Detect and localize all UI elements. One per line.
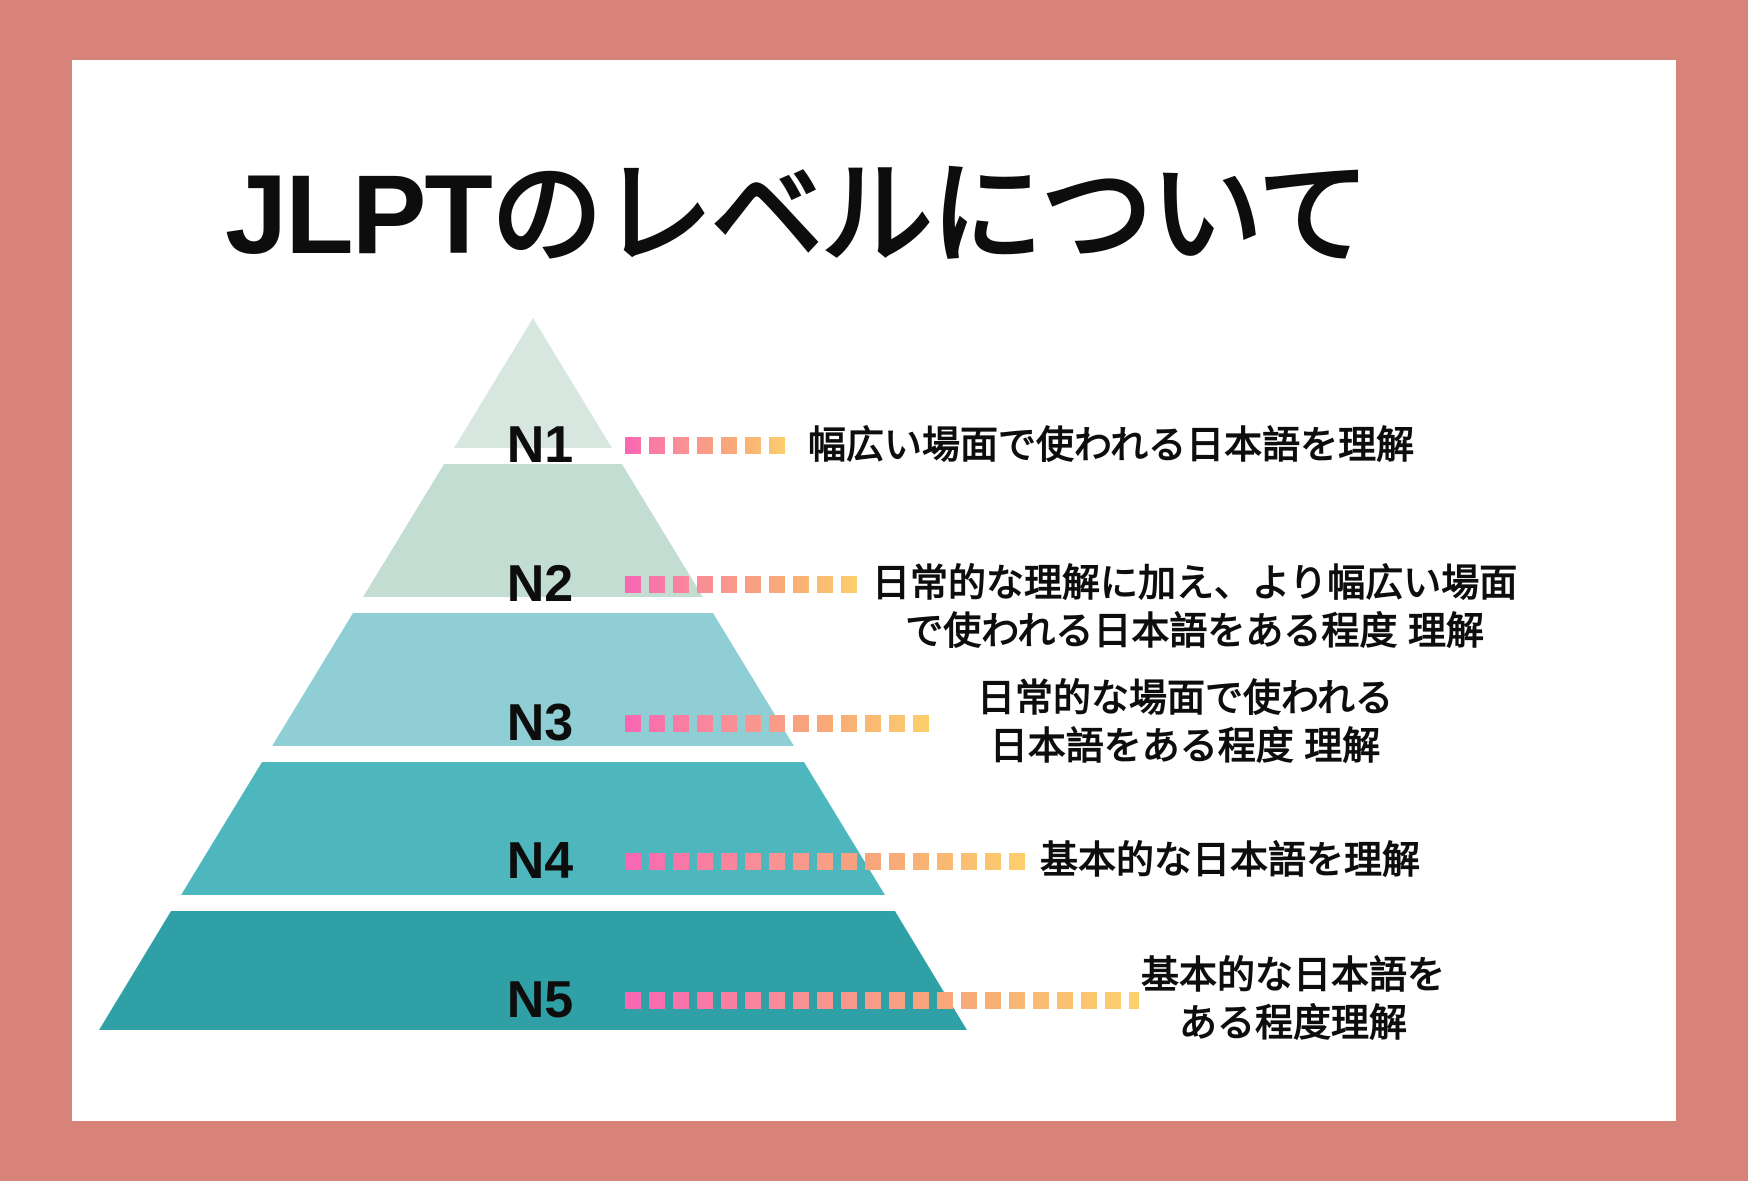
level-description-n4: 基本的な日本語を理解 — [1040, 837, 1420, 885]
pyramid-level-n1 — [454, 318, 612, 448]
pyramid-level-n2 — [363, 464, 703, 597]
description-line: 日常的な理解に加え、より幅広い場面 — [872, 563, 1518, 605]
page-title: JLPTのレベルについて — [225, 152, 1369, 278]
description-line: 基本的な日本語を — [1140, 955, 1445, 997]
leader-dots-n4 — [625, 853, 1031, 870]
level-label-n2: N2 — [506, 555, 574, 613]
pyramid-level-n3 — [272, 613, 794, 746]
level-label-n1: N1 — [506, 416, 574, 474]
description-line: 日常的な場面で使われる — [976, 678, 1394, 720]
leader-dots-n1 — [625, 437, 791, 454]
level-description-n1: 幅広い場面で使われる日本語を理解 — [808, 422, 1414, 470]
leader-dots-n2 — [625, 576, 865, 593]
description-line: で使われる日本語をある程度 理解 — [905, 611, 1484, 653]
leader-dots-n5 — [625, 992, 1139, 1009]
level-description-n3: 日常的な場面で使われる 日本語をある程度 理解 — [960, 675, 1410, 771]
description-line: 基本的な日本語を理解 — [1040, 840, 1421, 882]
level-label-n4: N4 — [506, 832, 574, 890]
description-line: 幅広い場面で使われる日本語を理解 — [808, 425, 1415, 467]
description-line: ある程度理解 — [1178, 1003, 1407, 1045]
level-description-n5: 基本的な日本語を ある程度理解 — [1135, 952, 1451, 1048]
leader-dots-n3 — [625, 715, 935, 732]
level-label-n3: N3 — [506, 694, 574, 752]
description-line: 日本語をある程度 理解 — [989, 726, 1381, 768]
level-description-n2: 日常的な理解に加え、より幅広い場面 で使われる日本語をある程度 理解 — [872, 560, 1517, 656]
level-label-n5: N5 — [506, 971, 574, 1029]
